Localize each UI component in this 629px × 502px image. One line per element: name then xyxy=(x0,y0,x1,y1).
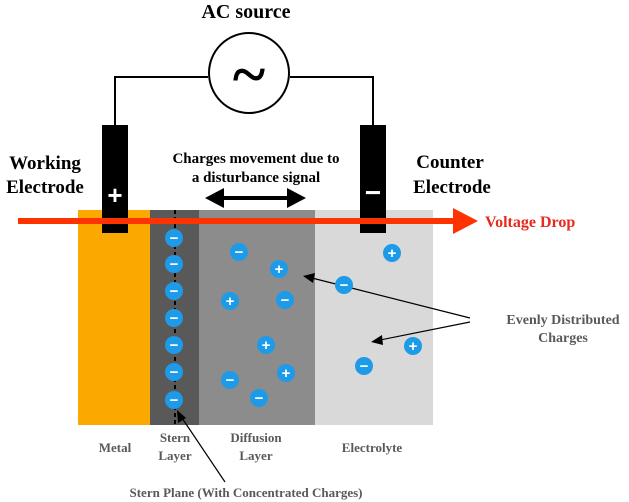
svg-text:−: − xyxy=(235,244,244,261)
ac-source-label: AC source xyxy=(201,1,290,23)
svg-text:−: − xyxy=(170,230,179,247)
stern-plane-label: Stern Plane (With Concentrated Charges) xyxy=(129,485,362,500)
diffusion-layer-label-2: Layer xyxy=(239,448,272,463)
counter-electrode-label-1: Counter xyxy=(416,152,484,173)
negative-charge: − xyxy=(165,282,183,300)
svg-text:+: + xyxy=(275,261,284,278)
svg-text:−: − xyxy=(340,277,349,294)
svg-text:+: + xyxy=(409,338,418,355)
svg-text:+: + xyxy=(282,365,291,382)
positive-charge: + xyxy=(257,336,275,354)
negative-charge: − xyxy=(165,255,183,273)
negative-charge: − xyxy=(355,357,373,375)
diffusion-layer-region xyxy=(199,210,315,425)
ac-source-symbol: ~ xyxy=(233,41,265,109)
svg-text:−: − xyxy=(170,310,179,327)
electrolyte-label: Electrolyte xyxy=(342,440,403,455)
svg-text:−: − xyxy=(170,283,179,300)
positive-charge: + xyxy=(404,337,422,355)
metal-region xyxy=(78,210,150,425)
charges-group: − − − − − − − − + + − + − + − + − + − xyxy=(165,229,422,409)
negative-charge: − xyxy=(335,276,353,294)
counter-electrode-sign: − xyxy=(365,177,381,208)
working-electrode-label-1: Working xyxy=(9,153,81,174)
negative-charge: − xyxy=(165,363,183,381)
svg-text:−: − xyxy=(226,372,235,389)
stern-layer-label-2: Layer xyxy=(158,448,191,463)
circuit-wire-right xyxy=(290,76,374,125)
svg-text:−: − xyxy=(281,292,290,309)
distributed-pointer-arrow-lower xyxy=(371,321,471,345)
stern-plane-pointer-arrow xyxy=(177,410,226,483)
voltage-drop-arrow xyxy=(18,208,478,234)
negative-charge: − xyxy=(165,229,183,247)
svg-text:−: − xyxy=(255,390,264,407)
working-electrode-sign: + xyxy=(107,180,122,210)
movement-label-1: Charges movement due to xyxy=(172,151,339,167)
distributed-label-1: Evenly Distributed xyxy=(506,313,619,328)
diffusion-layer-label-1: Diffusion xyxy=(230,430,282,445)
voltage-drop-label: Voltage Drop xyxy=(485,214,575,231)
movement-label-2: a disturbance signal xyxy=(192,170,320,186)
metal-label: Metal xyxy=(99,440,132,455)
counter-electrode-label-2: Electrode xyxy=(413,177,491,198)
electrolyte-region xyxy=(315,210,433,425)
stern-layer-label-1: Stern xyxy=(160,430,191,445)
negative-charge: − xyxy=(230,243,248,261)
negative-charge: − xyxy=(165,391,183,409)
positive-charge: + xyxy=(221,292,239,310)
negative-charge: − xyxy=(276,291,294,309)
counter-electrode xyxy=(360,125,386,233)
ac-source-circle xyxy=(208,32,290,114)
working-electrode xyxy=(102,125,128,233)
working-electrode-label-2: Electrode xyxy=(6,177,84,198)
negative-charge: − xyxy=(221,371,239,389)
double-arrow xyxy=(205,188,306,208)
negative-charge: − xyxy=(250,389,268,407)
positive-charge: + xyxy=(270,260,288,278)
svg-text:+: + xyxy=(226,293,235,310)
svg-text:−: − xyxy=(170,364,179,381)
svg-text:−: − xyxy=(170,256,179,273)
svg-text:+: + xyxy=(262,337,271,354)
svg-text:−: − xyxy=(360,358,369,375)
positive-charge: + xyxy=(277,364,295,382)
svg-text:−: − xyxy=(170,337,179,354)
svg-text:−: − xyxy=(170,392,179,409)
negative-charge: − xyxy=(165,309,183,327)
negative-charge: − xyxy=(165,336,183,354)
positive-charge: + xyxy=(383,244,401,262)
distributed-label-2: Charges xyxy=(538,331,588,346)
circuit-wire-left xyxy=(114,76,208,125)
svg-text:+: + xyxy=(388,245,397,262)
